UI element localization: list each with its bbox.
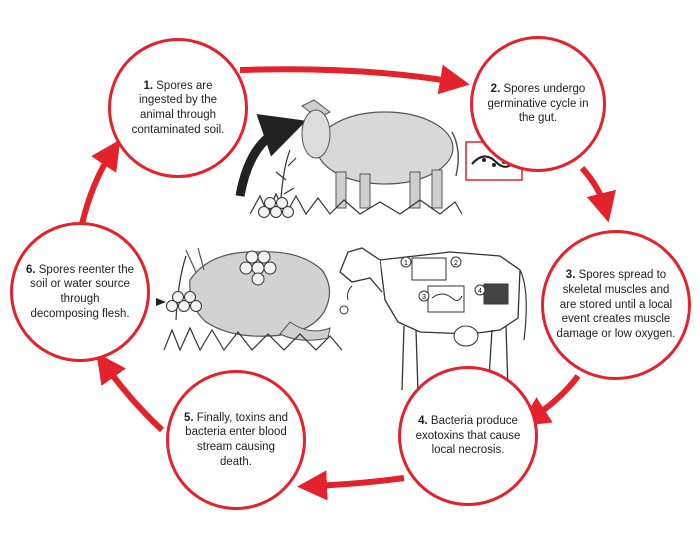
step-1-node: 1. Spores are ingested by the animal thr… [108,38,248,178]
step-2-node: 2. Spores undergo germinative cycle in t… [470,36,606,172]
step-6-node: 6. Spores reenter the soil or water sour… [10,222,150,362]
grazing-cow-illustration [240,100,462,218]
step-4-text: 4. Bacteria produce exotoxins that cause… [401,414,535,458]
step-4-node: 4. Bacteria produce exotoxins that cause… [398,366,538,506]
step-1-text: 1. Spores are ingested by the animal thr… [111,79,245,138]
step-3-text: 3. Spores spread to skeletal muscles and… [544,268,688,342]
step-4-description: Bacteria produce exotoxins that cause lo… [416,415,521,456]
arrow-6-to-1 [82,152,112,224]
step-6-text: 6. Spores reenter the soil or water sour… [13,263,147,322]
step-5-number: 5. [184,412,194,424]
step-6-description: Spores reenter the soil or water source … [30,264,134,320]
step-2-number: 2. [491,83,501,95]
step-3-node: 3. Spores spread to skeletal muscles and… [541,230,691,380]
arrow-1-to-2 [240,69,455,82]
step-5-text: 5. Finally, toxins and bacteria enter bl… [169,411,303,470]
arrow-3-to-4 [532,376,578,418]
step-5-description: Finally, toxins and bacteria enter blood… [185,412,288,468]
step-5-node: 5. Finally, toxins and bacteria enter bl… [166,370,306,510]
anatomy-marker-1: 1 [404,260,408,267]
anatomy-marker-4: 4 [478,288,482,295]
step-3-number: 3. [566,269,576,281]
step-1-number: 1. [143,80,153,92]
step-4-number: 4. [418,415,428,427]
decomposing-carcass-illustration [156,248,342,350]
arrow-2-to-3 [582,168,605,208]
step-2-text: 2. Spores undergo germinative cycle in t… [473,82,603,126]
anatomy-marker-3: 3 [422,294,426,301]
step-6-number: 6. [26,264,36,276]
step-3-description: Spores spread to skeletal muscles and ar… [557,269,676,340]
step-2-description: Spores undergo germinative cycle in the … [488,83,589,124]
arrow-5-to-6 [105,365,162,430]
arrow-4-to-5 [312,478,404,486]
anatomy-marker-2: 2 [454,260,458,267]
